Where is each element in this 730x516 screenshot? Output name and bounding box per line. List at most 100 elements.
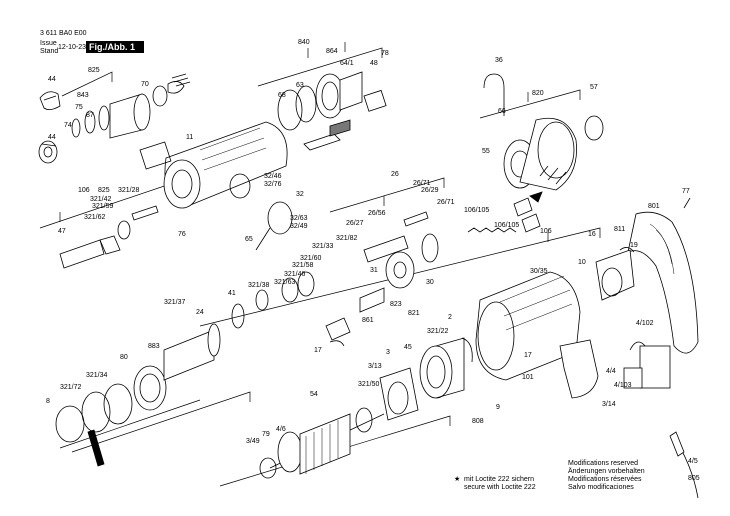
part-label: 321/82 <box>336 235 358 242</box>
part-chuck-assembly <box>71 73 191 139</box>
part-label: 68 <box>278 92 286 99</box>
part-label: 31 <box>370 267 378 274</box>
part-label: 321/72 <box>60 384 82 391</box>
part-label: 32/63 <box>290 215 308 222</box>
part-gear-housing <box>503 115 604 191</box>
part-label: 3/49 <box>246 438 260 445</box>
figure-tag: Fig./Abb. 1 <box>86 41 144 53</box>
part-gear-train <box>55 323 221 467</box>
part-label: 70 <box>141 81 149 88</box>
part-label: 106 <box>78 187 90 194</box>
part-label: 8 <box>46 398 50 405</box>
part-label: 54 <box>310 391 318 398</box>
part-striker <box>363 211 439 263</box>
part-label: 3/13 <box>368 363 382 370</box>
part-capacitor <box>623 341 671 389</box>
part-label: 26/27 <box>346 220 364 227</box>
part-label: 821 <box>408 310 420 317</box>
loctite-line-1: mit Loctite 222 sichern <box>464 476 535 483</box>
part-label: 321/50 <box>358 381 380 388</box>
part-label: 861 <box>362 317 374 324</box>
part-label: 4/4 <box>606 368 616 375</box>
part-label: 57 <box>590 84 598 91</box>
part-36-clip <box>483 73 505 116</box>
part-power-cable <box>669 431 699 499</box>
part-label: 101 <box>522 374 534 381</box>
issue-label: Issue <box>40 40 57 47</box>
part-gear-assembly <box>277 71 387 151</box>
part-label: 36 <box>495 57 503 64</box>
part-label: 26 <box>391 171 399 178</box>
part-label: 47 <box>58 228 66 235</box>
part-label: 17 <box>524 352 532 359</box>
part-label: 321/28 <box>118 187 140 194</box>
part-label: 106 <box>540 228 552 235</box>
part-label: 55 <box>482 148 490 155</box>
part-label: 883 <box>148 343 160 350</box>
part-label: 63 <box>296 82 304 89</box>
part-ring-series <box>231 271 315 329</box>
part-label: 75 <box>75 104 83 111</box>
part-label: 17 <box>314 347 322 354</box>
part-label: 4/5 <box>688 458 698 465</box>
part-label: 321/22 <box>427 328 449 335</box>
part-label: 321/33 <box>312 243 334 250</box>
part-label: 3/14 <box>602 401 616 408</box>
part-label: 9 <box>496 404 500 411</box>
part-label: 321/37 <box>164 299 186 306</box>
part-label: 808 <box>472 418 484 425</box>
stand-label: Stand <box>40 48 59 55</box>
doc-number: 3 611 BA0 E00 <box>40 30 87 37</box>
part-label: 79 <box>262 431 270 438</box>
part-label: 825 <box>98 187 110 194</box>
part-label: 11 <box>186 134 194 141</box>
part-label: 74 <box>64 122 72 129</box>
part-field-coil <box>419 337 473 399</box>
modifications-line-2: Änderungen vorbehalten <box>568 468 645 475</box>
part-label: 26/56 <box>368 210 386 217</box>
part-label: 843 <box>77 92 89 99</box>
modifications-line-4: Salvo modificaciones <box>568 484 634 491</box>
part-label: 78 <box>381 50 389 57</box>
part-label: 106/105 <box>494 222 520 229</box>
loctite-star: ★ <box>454 476 461 483</box>
part-label: 19 <box>630 242 638 249</box>
part-30-gear <box>359 251 415 313</box>
modifications-line-3: Modifications réservées <box>568 476 642 483</box>
part-label: 106/105 <box>464 207 490 214</box>
part-label: 321/63 <box>274 279 296 286</box>
part-label: 76 <box>178 231 186 238</box>
part-label: 32/76 <box>264 181 282 188</box>
part-label: 44 <box>48 134 56 141</box>
part-label: 321/62 <box>84 214 106 221</box>
part-44-chuck-jaw <box>39 91 61 110</box>
part-label: 30 <box>426 279 434 286</box>
part-label: 26/71 <box>413 180 431 187</box>
modifications-line-1: Modifications reserved <box>568 460 639 467</box>
part-label: 10 <box>578 259 586 266</box>
part-label: 48 <box>370 60 378 67</box>
part-label: 321/42 <box>90 196 112 203</box>
part-housing <box>139 121 288 209</box>
part-label: 801 <box>648 203 660 210</box>
part-label: 41 <box>228 290 236 297</box>
part-label: 32/49 <box>290 223 308 230</box>
issue-date: 12-10-23 <box>58 44 87 51</box>
part-label: 321/46 <box>284 271 306 278</box>
part-label: 77 <box>682 188 690 195</box>
part-switch <box>595 247 635 301</box>
part-label: 3 <box>386 349 390 356</box>
part-label: 321/34 <box>86 372 108 379</box>
part-label: 30/35 <box>530 268 548 275</box>
part-label: 805 <box>688 475 700 482</box>
part-label: 32/46 <box>264 173 282 180</box>
group-brackets <box>39 42 601 487</box>
part-label: 840 <box>298 39 310 46</box>
part-label: 45 <box>404 344 412 351</box>
part-106-spring <box>467 191 543 233</box>
part-label: 825 <box>88 67 100 74</box>
part-label: 321/59 <box>92 203 114 210</box>
part-label: 65 <box>245 236 253 243</box>
part-label: 87 <box>86 112 94 119</box>
